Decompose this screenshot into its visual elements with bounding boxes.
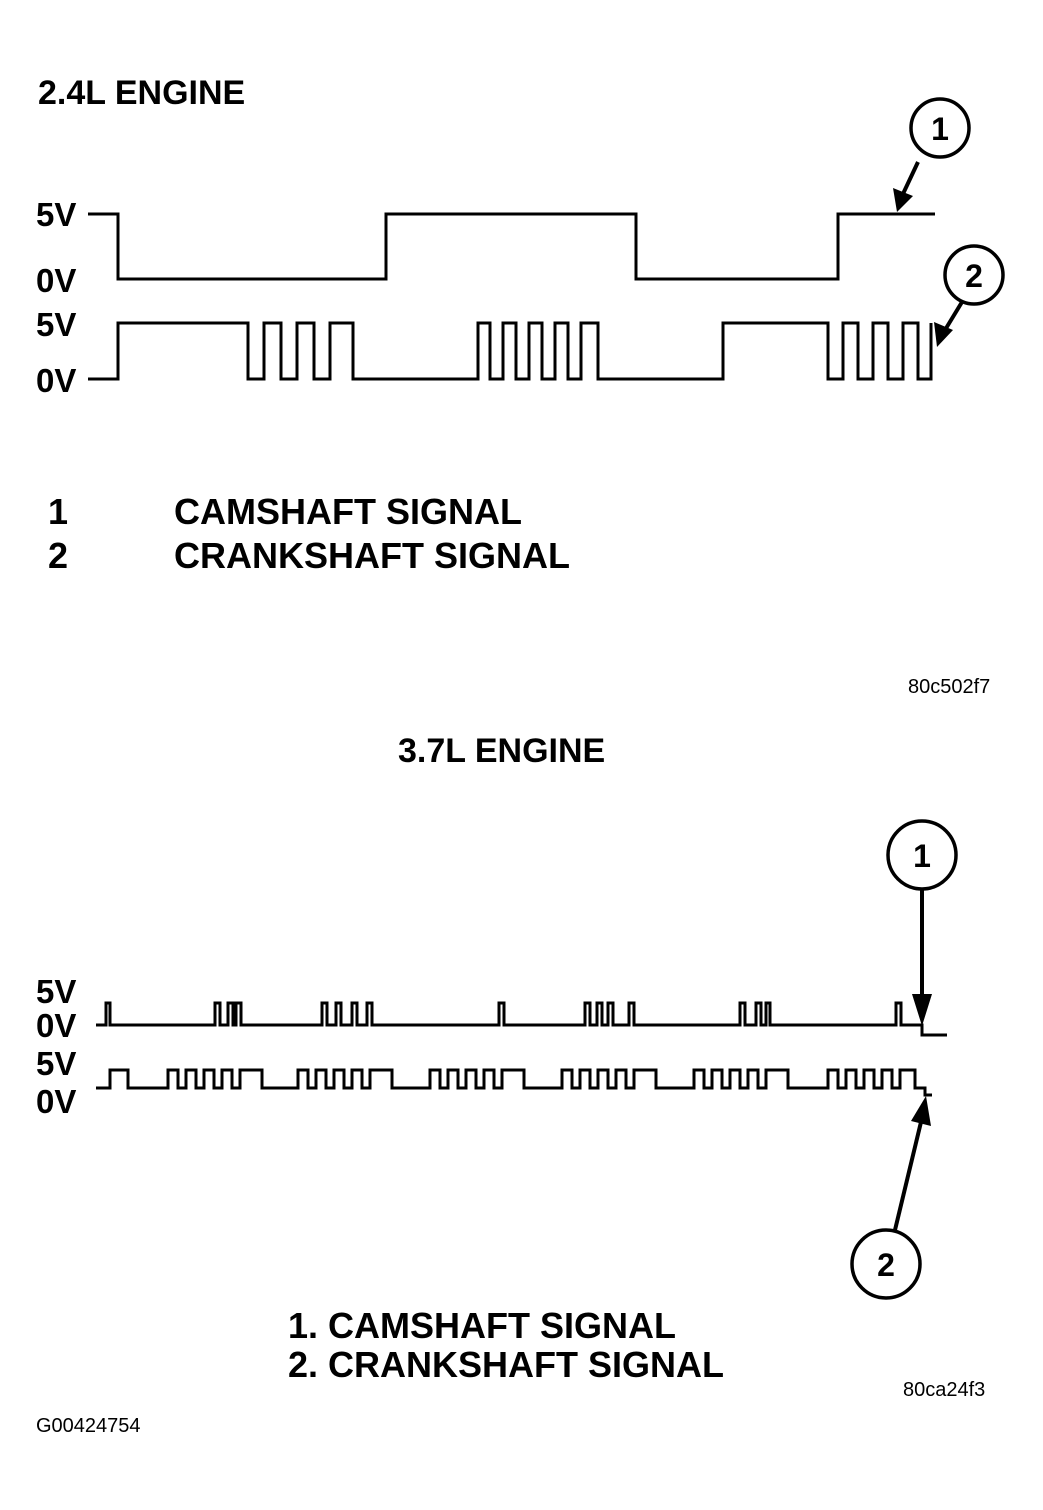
top-title: 2.4L ENGINE [38,74,245,112]
top-callout-2-arrow [943,300,964,332]
top-callout-1-number: 1 [931,111,949,147]
bottom-cam-5v-label: 5V [36,973,76,1010]
bottom-callout-2-number: 2 [877,1247,895,1283]
bottom-crank-0v-label: 0V [36,1083,76,1120]
bottom-figure-code: 80ca24f3 [903,1379,985,1401]
bottom-camshaft-waveform [96,1001,947,1037]
top-callout-1-arrowhead [893,188,913,212]
top-crank-0v-label: 0V [36,362,76,399]
bottom-callout-1-arrowhead [912,994,932,1026]
top-cam-5v-label: 5V [36,196,76,233]
bottom-legend-2: 2. CRANKSHAFT SIGNAL [288,1344,724,1385]
bottom-cam-0v-label: 0V [36,1007,76,1044]
top-callout-1-circle [909,97,971,159]
bottom-callout-1-number: 1 [913,838,931,874]
top-figure-code: 80c502f7 [908,676,990,698]
top-legend-1-number: 1 [48,491,68,532]
bottom-callout-1-circle [886,819,958,891]
top-legend-2-text: CRANKSHAFT SIGNAL [174,535,570,576]
bottom-title: 3.7L ENGINE [398,732,605,770]
top-callout-2-number: 2 [965,258,983,294]
bottom-callout-2-arrow [893,1121,923,1231]
bottom-legend-1: 1. CAMSHAFT SIGNAL [288,1305,676,1346]
top-callout-2-arrowhead [934,322,953,347]
document-id: G00424754 [36,1415,141,1437]
bottom-callout-2-circle [850,1228,922,1300]
bottom-crankshaft-waveform [96,1068,932,1097]
top-legend-1-text: CAMSHAFT SIGNAL [174,491,522,532]
top-callout-1-arrow [900,161,920,197]
top-callout-2-circle [943,244,1005,306]
top-crank-5v-label: 5V [36,306,76,343]
top-camshaft-waveform [88,212,935,281]
bottom-crank-5v-label: 5V [36,1045,76,1082]
top-crankshaft-waveform [88,321,933,381]
top-cam-0v-label: 0V [36,262,76,299]
bottom-callout-2-arrowhead [911,1096,931,1126]
top-legend-2-number: 2 [48,535,68,576]
